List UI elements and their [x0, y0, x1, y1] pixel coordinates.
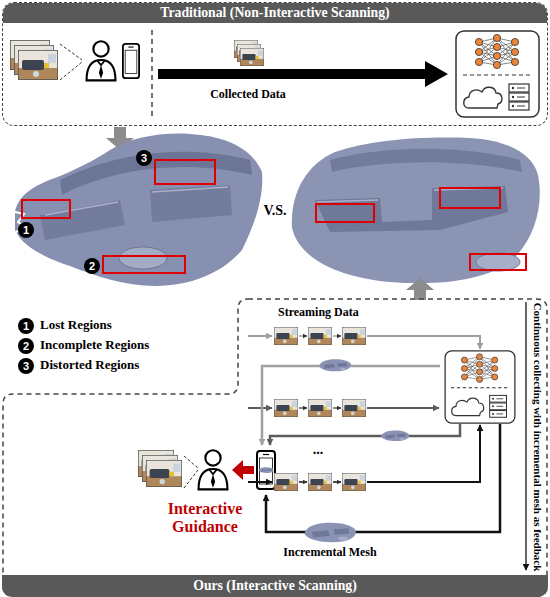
- stream-row: [333, 407, 341, 409]
- panel: Traditional (Non-Interactive Scanning): [2, 2, 548, 126]
- stream-row: [333, 335, 341, 337]
- panel-heading: Traditional (Non-Interactive Scanning): [3, 3, 547, 23]
- up-arrow: [406, 278, 434, 300]
- stream-row: [342, 473, 366, 491]
- region-box: [155, 160, 215, 184]
- divider-line: [151, 30, 153, 120]
- traditional-mesh: [15, 134, 262, 286]
- mesh-icon: [381, 430, 409, 441]
- interactive-mesh: [317, 188, 503, 202]
- traditional-mesh: [150, 185, 232, 222]
- person-icon: [199, 450, 228, 489]
- region-box: [440, 188, 500, 208]
- callout-number: 1: [18, 318, 34, 334]
- traditional-mesh: [40, 200, 125, 240]
- region-box: [316, 204, 374, 222]
- section-label: Incremental Mesh: [270, 546, 390, 560]
- stream-row: [367, 425, 480, 482]
- legend-label: Lost Regions: [40, 318, 210, 333]
- stream-row: [367, 407, 439, 409]
- stream-row: [299, 407, 307, 409]
- stream-row: [248, 399, 439, 417]
- stream-row: [248, 327, 480, 349]
- region-box: [103, 256, 185, 273]
- stream-row: [308, 327, 332, 345]
- guidance-arrow: [232, 460, 254, 480]
- phone-icon: [257, 451, 275, 489]
- callout-number: 3: [136, 150, 152, 166]
- panel-heading: Ours (Interactive Scanning): [2, 575, 548, 597]
- stream-row: [248, 481, 272, 483]
- interactive-mesh: [292, 138, 540, 284]
- legend-label: Distorted Regions: [40, 358, 210, 373]
- stream-row: [299, 335, 307, 337]
- traditional-mesh: [119, 247, 167, 269]
- person-icon: [87, 41, 116, 80]
- section-label: Streaming Data: [278, 306, 388, 320]
- stream-row: [299, 481, 307, 483]
- callout-number: 1: [18, 222, 34, 238]
- upload-arrow: [158, 61, 448, 87]
- sight-lines: [184, 456, 198, 488]
- stream-row: [333, 481, 341, 483]
- stream-row: [248, 425, 480, 491]
- interactive-mesh: [315, 186, 508, 232]
- feedback-line: [266, 424, 500, 532]
- image-stack: [10, 40, 58, 80]
- interactive-mesh: [476, 253, 520, 271]
- stream-row: [248, 335, 272, 337]
- interactive-mesh: [330, 149, 522, 172]
- callout-number: 3: [23, 361, 29, 372]
- side-note: Continuous collecting with incremental m…: [531, 301, 545, 573]
- timeline-arrow: [525, 302, 527, 570]
- server-network-icon: [445, 351, 515, 423]
- stream-row: [274, 473, 298, 491]
- callout-number: 2: [84, 258, 100, 274]
- ellipsis: ...: [300, 442, 336, 458]
- region-box: [470, 254, 526, 270]
- interactive-mesh: [292, 138, 540, 284]
- mesh-icon: [259, 467, 274, 473]
- callout-number: 2: [23, 341, 29, 352]
- traditional-mesh: [15, 134, 262, 286]
- stream-row: [342, 327, 366, 345]
- stream-row: [308, 473, 332, 491]
- region-box: [22, 200, 70, 218]
- callout-number: 2: [89, 261, 95, 272]
- mesh-icon: [304, 523, 356, 543]
- stream-row: [274, 399, 298, 417]
- stream-row: [308, 399, 332, 417]
- arrow-label: Collected Data: [198, 88, 298, 102]
- callout-number: 1: [23, 225, 29, 236]
- region-box: [22, 160, 526, 273]
- sight-lines: [60, 44, 82, 80]
- legend-label: Incomplete Regions: [40, 338, 210, 353]
- collected-frames: [240, 48, 264, 66]
- guidance-label: Interactive Guidance: [150, 500, 260, 537]
- mesh-icon: [319, 359, 351, 371]
- traditional-mesh: [45, 187, 228, 215]
- stream-row: [248, 407, 272, 409]
- feedback-line: [270, 424, 460, 445]
- phone-icon: [123, 44, 139, 78]
- panel-outline: [3, 299, 547, 596]
- callout-number: 3: [141, 153, 147, 164]
- stream-row: [342, 399, 366, 417]
- stream-row: [274, 327, 298, 345]
- server-network-icon: [456, 31, 539, 117]
- feedback-line: [262, 366, 500, 532]
- callout-number: 1: [23, 321, 29, 332]
- callout-number: 3: [18, 358, 34, 374]
- feedback-line: [262, 366, 440, 445]
- comparison-label: V.S.: [255, 203, 295, 219]
- stream-row: [367, 336, 480, 349]
- image-stack: [138, 450, 182, 487]
- callout-number: 2: [18, 338, 34, 354]
- image-stack: [146, 460, 182, 487]
- collected-frames: [234, 40, 264, 66]
- image-stack: [18, 50, 58, 80]
